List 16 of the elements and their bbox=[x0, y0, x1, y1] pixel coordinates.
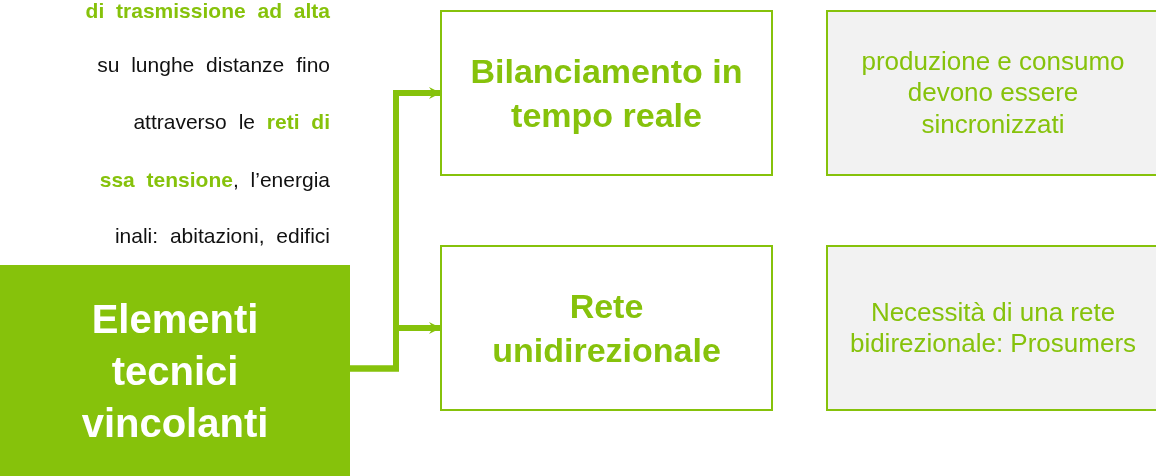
description-box bbox=[826, 10, 1156, 176]
paragraph-line: attraverso le reti di bbox=[133, 110, 330, 134]
main-box bbox=[0, 265, 350, 476]
paragraph-line: inali: abitazioni, edifici bbox=[114, 224, 330, 248]
node-text: Rete unidirezionale bbox=[491, 285, 722, 371]
arrow bbox=[350, 322, 441, 372]
node-text: Necessità di una rete bidirezionale: Prosumers bbox=[848, 296, 1138, 360]
paragraph-line: di trasmissione ad alta bbox=[85, 0, 330, 23]
concept-box bbox=[440, 10, 773, 176]
node-text: Bilanciamento in tempo reale bbox=[469, 50, 744, 136]
description-box bbox=[826, 245, 1156, 411]
paragraph-line: su lunghe distanze fino bbox=[97, 53, 330, 77]
concept-box bbox=[440, 245, 773, 411]
paragraph-line: ssa tensione, l’energia bbox=[99, 168, 330, 192]
node-text: Elementi tecnici vincolanti bbox=[80, 295, 270, 447]
node-text: produzione e consumo devono essere sincronizzati bbox=[860, 46, 1126, 140]
